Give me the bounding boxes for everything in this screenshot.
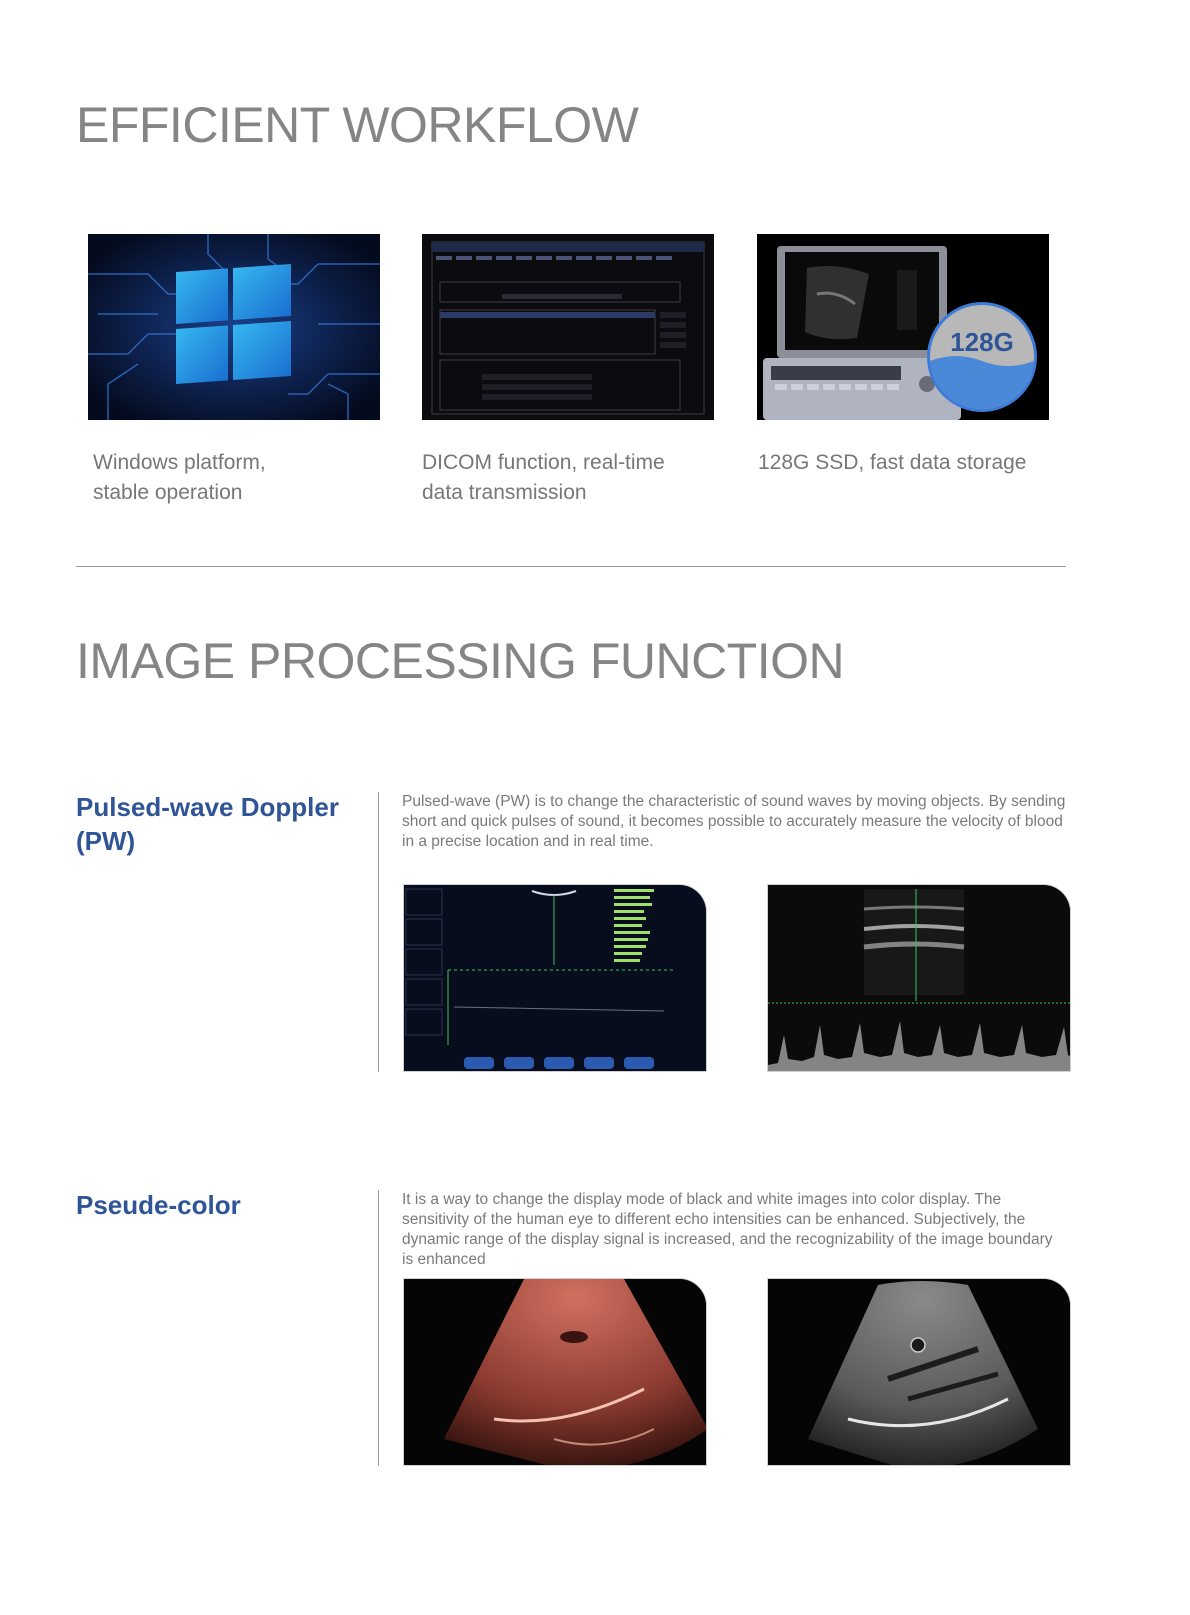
pw-title: Pulsed-wave Doppler (PW) bbox=[76, 790, 376, 858]
caption-line: 128G SSD, fast data storage bbox=[758, 451, 1027, 474]
caption-line: DICOM function, real-time bbox=[422, 451, 665, 474]
section-title-workflow: EFFICIENT WORKFLOW bbox=[76, 97, 639, 153]
pseudo-color-title: Pseude-color bbox=[76, 1190, 241, 1220]
pw-vertical-rule bbox=[378, 792, 379, 1072]
caption-line: Windows platform, bbox=[93, 451, 266, 474]
pw-description: Pulsed-wave (PW) is to change the charac… bbox=[402, 793, 1066, 850]
section-divider bbox=[76, 566, 1066, 567]
workflow-caption-ssd: 128G SSD, fast data storage bbox=[758, 448, 1078, 478]
ssd-128g-badge: 128G bbox=[927, 302, 1037, 412]
pw-doppler-screen-image bbox=[403, 884, 707, 1072]
pw-title-line: (PW) bbox=[76, 826, 136, 856]
windows-platform-image bbox=[88, 234, 380, 420]
pseudo-description: It is a way to change the display mode o… bbox=[402, 1191, 1053, 1268]
caption-line: stable operation bbox=[93, 481, 243, 504]
caption-line: data transmission bbox=[422, 481, 587, 504]
ssd-laptop-image: 128G bbox=[757, 234, 1049, 420]
workflow-caption-windows: Windows platform, stable operation bbox=[93, 448, 393, 508]
pw-doppler-waveform-image bbox=[767, 884, 1071, 1072]
workflow-caption-dicom: DICOM function, real-time data transmiss… bbox=[422, 448, 732, 508]
dicom-setup-image bbox=[422, 234, 714, 420]
grayscale-ultrasound-image bbox=[767, 1278, 1071, 1466]
section-title-image-processing: IMAGE PROCESSING FUNCTION bbox=[76, 633, 845, 689]
pseudo-color-image bbox=[403, 1278, 707, 1466]
pw-title-line: Pulsed-wave Doppler bbox=[76, 792, 339, 822]
ssd-badge-label: 128G bbox=[950, 327, 1014, 357]
pseudo-vertical-rule bbox=[378, 1190, 379, 1466]
